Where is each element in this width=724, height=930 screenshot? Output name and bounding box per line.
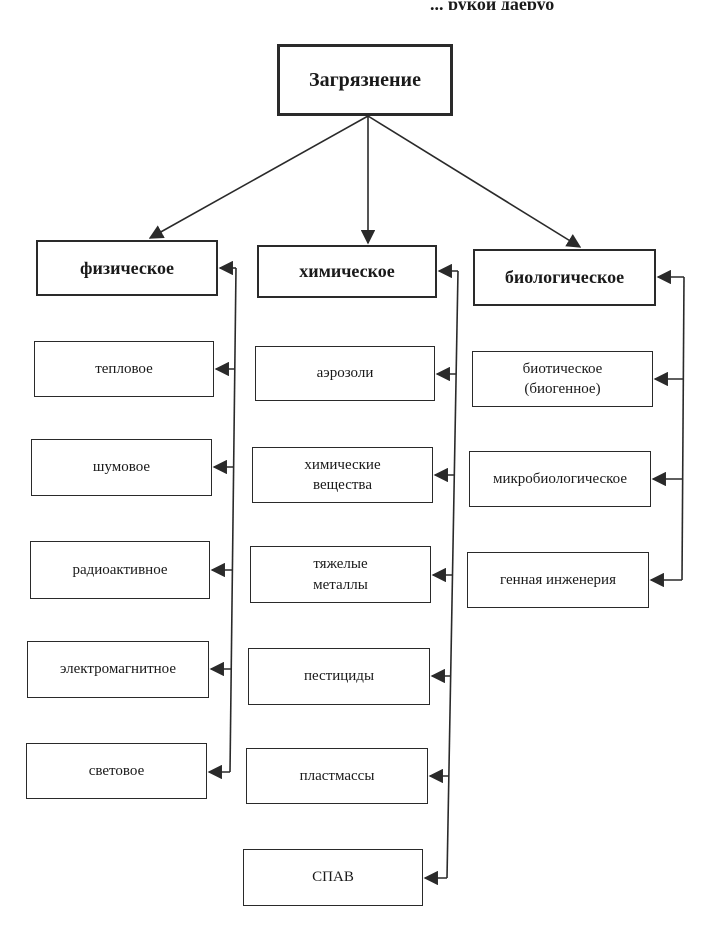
node-chemical: химическое [257,245,437,298]
node-chemical-pesticides: пестициды [248,648,430,705]
node-physical-radioactive: радиоактивное [30,541,210,599]
node-physical-electromagnetic: электромагнитное [27,641,209,698]
node-biological-microbiological: микробиологическое [469,451,651,507]
node-physical-noise: шумовое [31,439,212,496]
node-chemical-heavy-metals: тяжелые металлы [250,546,431,603]
trunk-biological [681,276,685,581]
node-biological-biotic: биотическое (биогенное) [472,351,653,407]
node-chemical-surfactants: СПАВ [243,849,423,906]
arrow-root-to-physical [148,115,369,239]
node-biological-genetic-engineering: генная инженерия [467,552,649,608]
node-chemical-substances: химические вещества [252,447,433,503]
node-chemical-plastics: пластмассы [246,748,428,804]
node-biological: биологическое [473,249,656,306]
arrow-root-to-biological [367,115,582,248]
trunk-chemical [446,270,459,879]
node-physical: физическое [36,240,218,296]
trunk-physical [229,267,237,773]
node-physical-thermal: тепловое [34,341,214,397]
cropped-header-text: ... рукой даеруо [430,0,555,10]
node-physical-light: световое [26,743,207,799]
node-root: Загрязнение [277,44,453,116]
node-chemical-aerosols: аэрозоли [255,346,435,401]
